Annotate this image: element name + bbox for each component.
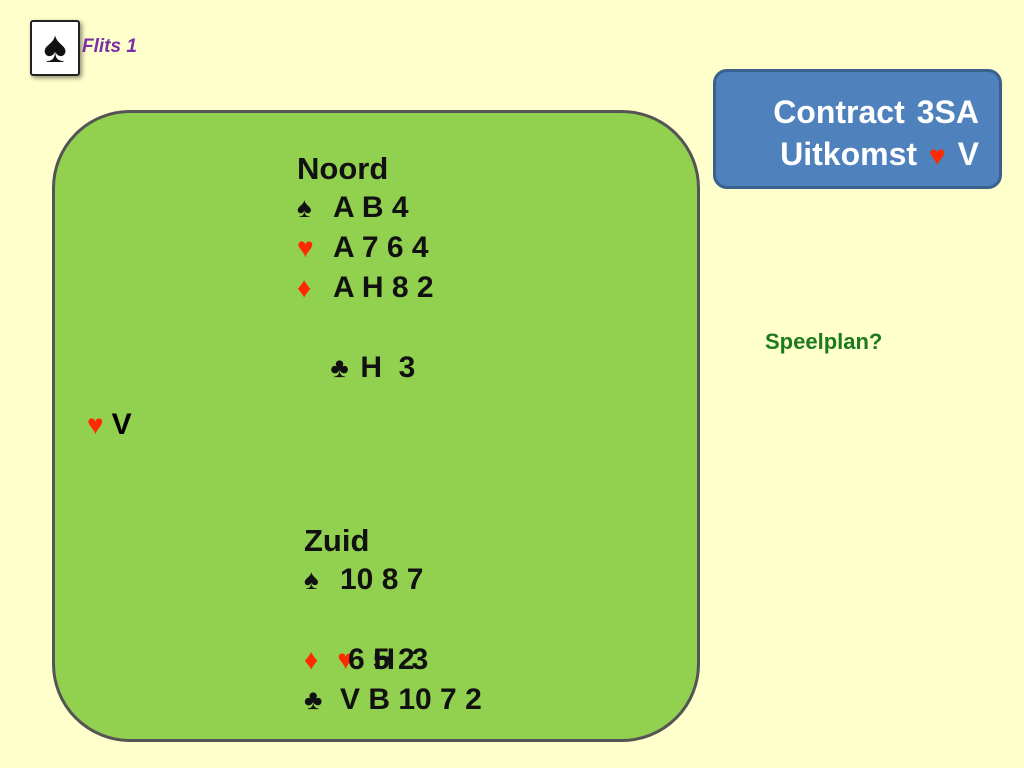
south-clubs: ♣ V B 10 7 2 bbox=[304, 680, 482, 720]
north-clubs-cards: H 3 bbox=[360, 351, 416, 384]
contract-value: 3SA bbox=[916, 94, 979, 130]
slide-label: Flits 1 bbox=[82, 36, 137, 57]
lead-card: V bbox=[957, 136, 979, 172]
north-hand: Noord ♠ A B 4 ♥ A 7 6 4 ♦ A H 8 2 ♣ H 3 bbox=[297, 150, 434, 384]
club-icon: ♣ bbox=[304, 684, 323, 715]
bridge-table bbox=[52, 110, 700, 742]
south-hearts-cards: H 3 bbox=[373, 643, 429, 676]
west-opening-lead: ♥V bbox=[87, 408, 132, 442]
heart-icon: ♥ bbox=[337, 644, 354, 675]
heart-icon: ♥ bbox=[87, 409, 104, 440]
spade-icon: ♠ bbox=[304, 564, 319, 595]
heart-icon: ♥ bbox=[929, 140, 946, 171]
north-hearts-cards: A 7 6 4 bbox=[333, 231, 429, 264]
spade-icon: ♠ bbox=[297, 192, 312, 223]
north-diamonds: ♦ A H 8 2 bbox=[297, 268, 434, 308]
north-title: Noord bbox=[297, 151, 389, 186]
south-spades: ♠ 10 8 7 bbox=[304, 560, 482, 600]
spade-icon: ♠ bbox=[43, 23, 67, 72]
south-hearts: ♥ H 3 bbox=[304, 600, 482, 676]
north-diamonds-cards: A H 8 2 bbox=[333, 271, 434, 304]
logo: ♠ bbox=[30, 20, 80, 76]
contract-info-box: Contract 3SA Uitkomst ♥ V bbox=[713, 69, 1002, 189]
diamond-icon: ♦ bbox=[297, 272, 312, 303]
club-icon: ♣ bbox=[330, 352, 349, 383]
diamond-icon: ♦ bbox=[304, 644, 319, 675]
contract-label: Contract bbox=[773, 94, 905, 130]
south-diamonds: ♦ 6 5 2 bbox=[304, 640, 482, 680]
south-clubs-cards: V B 10 7 2 bbox=[340, 683, 482, 716]
north-clubs: ♣ H 3 bbox=[297, 308, 434, 384]
north-hearts: ♥ A 7 6 4 bbox=[297, 228, 434, 268]
heart-icon: ♥ bbox=[297, 232, 314, 263]
south-spades-cards: 10 8 7 bbox=[340, 563, 424, 596]
west-lead-card: V bbox=[111, 408, 132, 441]
south-diamonds-cards: 6 5 2 bbox=[348, 643, 415, 676]
north-spades-cards: A B 4 bbox=[333, 191, 409, 224]
lead-line: Uitkomst ♥ V bbox=[780, 136, 979, 173]
north-spades: ♠ A B 4 bbox=[297, 188, 434, 228]
south-hand: Zuid ♠ 10 8 7 ♥ H 3 ♦ 6 5 2 ♣ V B 10 7 2 bbox=[304, 522, 482, 720]
play-plan-question: Speelplan? bbox=[765, 329, 883, 354]
lead-label: Uitkomst bbox=[780, 136, 918, 172]
south-title: Zuid bbox=[304, 523, 370, 558]
contract-line: Contract 3SA bbox=[773, 94, 979, 131]
